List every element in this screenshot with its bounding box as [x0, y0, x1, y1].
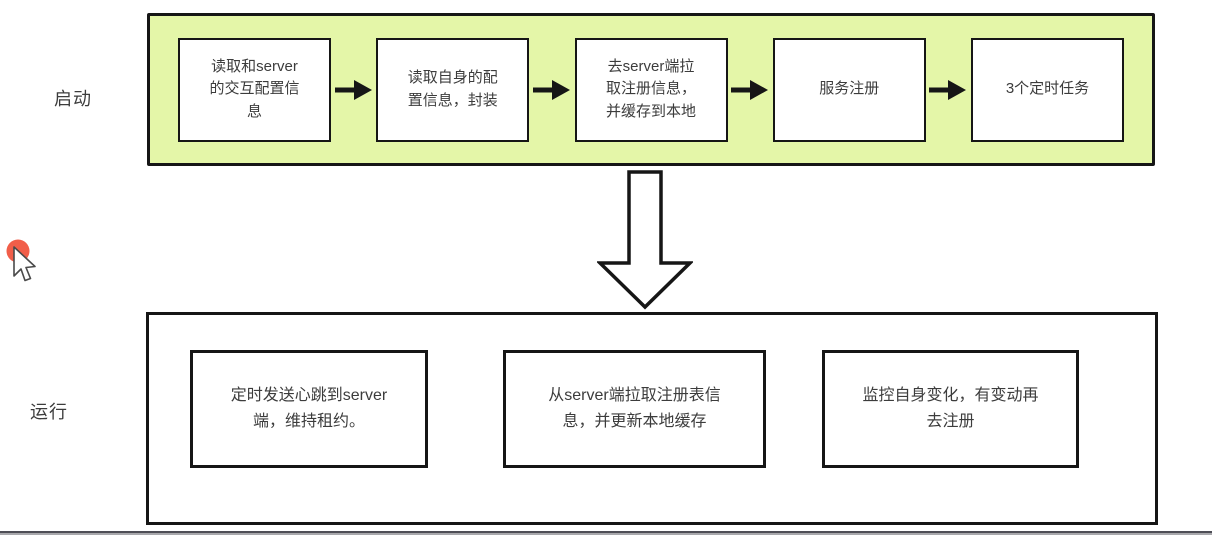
flow-arrow-icon: [331, 79, 376, 101]
startup-flow-container: 读取和server的交互配置信息 读取自身的配置信息，封装 去server端拉取…: [147, 13, 1155, 166]
running-task-heartbeat: 定时发送心跳到server端，维持租约。: [190, 350, 428, 468]
running-panel-container: 定时发送心跳到server端，维持租约。 从server端拉取注册表信息，并更新…: [146, 312, 1158, 525]
running-phase-label: 运行: [30, 402, 68, 422]
cursor-pointer-icon: [13, 246, 36, 282]
flow-arrow-icon: [926, 79, 971, 101]
running-task-monitor-self: 监控自身变化，有变动再去注册: [822, 350, 1079, 468]
startup-step-pull-registry: 去server端拉取注册信息，并缓存到本地: [574, 37, 728, 142]
startup-step-read-server-config: 读取和server的交互配置信息: [178, 37, 331, 142]
startup-phase-label: 启动: [54, 89, 92, 109]
running-task-pull-registry: 从server端拉取注册表信息，并更新本地缓存: [503, 350, 766, 468]
flow-arrow-icon: [529, 79, 574, 101]
flow-arrow-icon: [728, 79, 773, 101]
startup-step-timer-tasks: 3个定时任务: [971, 37, 1124, 142]
startup-step-service-register: 服务注册: [772, 37, 926, 142]
startup-step-read-own-config: 读取自身的配置信息，封装: [376, 37, 530, 142]
bottom-edge-bar: [0, 531, 1212, 535]
down-arrow-icon: [595, 170, 695, 315]
mouse-cursor: [2, 236, 44, 295]
